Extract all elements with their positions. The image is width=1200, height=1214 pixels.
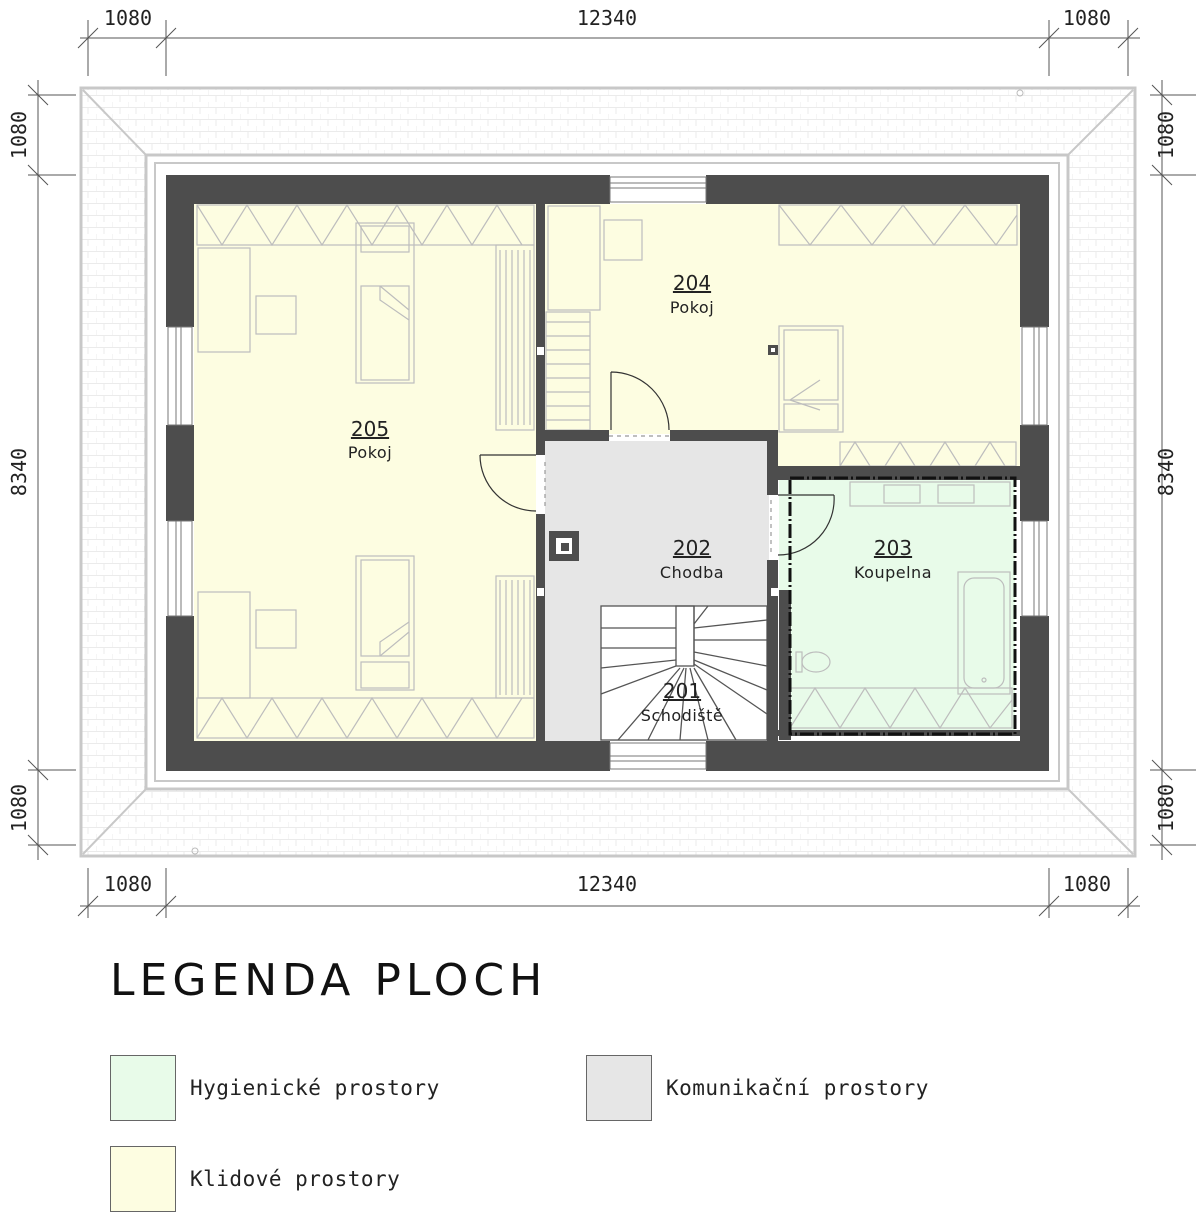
dim-right-bottom: 1080 [1154,784,1178,832]
dimension-lines [27,20,1196,918]
room-201-number: 201 [663,679,701,703]
walls [166,175,1049,771]
legend-item-klidove: Klidové prostory [110,1146,400,1212]
room-204-name: Pokoj [670,298,714,317]
legend-label-komunikacni: Komunikační prostory [666,1076,929,1100]
dim-bottom-left: 1080 [104,872,152,896]
room-205-fill [194,204,536,741]
room-203-number: 203 [874,536,912,560]
room-205-number: 205 [351,417,389,441]
chimney [537,345,778,596]
room-204-number: 204 [673,271,711,295]
legend-item-hygienicke: Hygienické prostory [110,1055,440,1121]
dimension-labels: 1080 12340 1080 1080 12340 1080 1080 834… [7,6,1178,896]
room-202-name: Chodba [660,563,724,582]
legend-label-hygienicke: Hygienické prostory [190,1076,440,1100]
dim-top-center: 12340 [577,6,637,30]
dim-right-top: 1080 [1154,111,1178,159]
room-203-name: Koupelna [854,563,932,582]
legend-title: LEGENDA PLOCH [110,955,548,1006]
room-201-name: Schodiště [641,706,723,725]
legend-swatch-hygienicke [110,1055,176,1121]
room-203-fill [779,480,1015,733]
staircase [600,605,768,741]
room-fills [194,204,1020,741]
legend-item-komunikacni: Komunikační prostory [586,1055,929,1121]
dim-right-center: 8340 [1154,448,1178,496]
legend-label-klidove: Klidové prostory [190,1167,401,1191]
windows [167,176,1048,770]
room-202-number: 202 [673,536,711,560]
room-205-name: Pokoj [348,443,392,462]
dim-bottom-center: 12340 [577,872,637,896]
dim-bottom-right: 1080 [1063,872,1111,896]
dim-left-bottom: 1080 [7,784,31,832]
legend-swatch-klidove [110,1146,176,1212]
floor-plan: 1080 12340 1080 1080 12340 1080 1080 834… [7,6,1196,918]
dim-top-right: 1080 [1063,6,1111,30]
furniture [196,203,1018,740]
room-204-fill-lower [777,434,1020,466]
legend-swatch-komunikacni [586,1055,652,1121]
room-labels: 205 Pokoj 204 Pokoj 202 Chodba 203 Koupe… [348,271,932,725]
dim-left-center: 8340 [7,448,31,496]
dim-top-left: 1080 [104,6,152,30]
dim-left-top: 1080 [7,111,31,159]
room-204-fill [545,204,1020,434]
bathroom-boundary [788,476,1017,736]
